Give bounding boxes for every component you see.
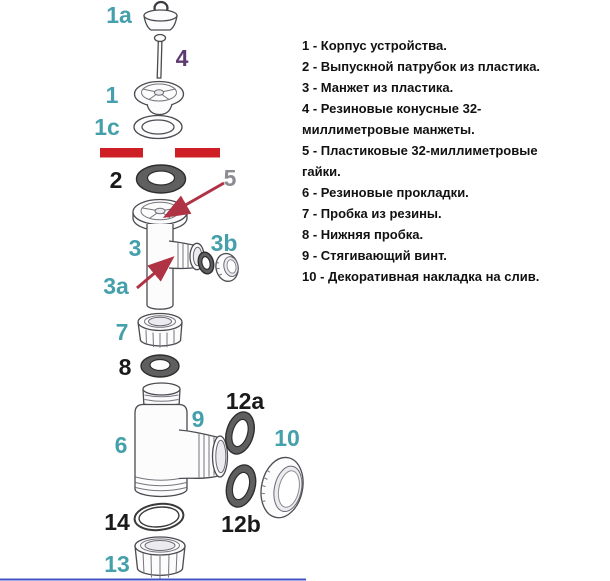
part-washer-12b [225,464,257,508]
part-washer-12a [225,411,255,455]
legend-line-10: 10 - Декоративная накладка на слив. [302,269,540,284]
callout-arrow-5 [162,181,225,218]
label-3b: 3b [211,230,238,256]
part-washer-3b [197,251,215,275]
legend-line-3: 3 - Манжет из пластика. [302,80,454,95]
label-6: 6 [115,432,128,458]
callout-arrow-3a [136,256,175,290]
label-9: 9 [192,406,205,432]
part-cap-13 [134,536,186,579]
label-10: 10 [274,425,300,451]
label-2: 2 [110,167,123,193]
label-13: 13 [104,551,130,577]
label-14: 14 [104,509,130,535]
legend-line-9: 9 - Стягивающий винт. [302,248,447,263]
legend-line-4: 4 - Резиновые конусные 32- [302,101,482,116]
label-1c: 1c [94,114,120,140]
label-5: 5 [224,165,237,191]
sink-section-bar-left [100,148,143,158]
label-1: 1 [106,82,119,108]
part-nut-7 [137,312,183,348]
label-7: 7 [116,319,129,345]
legend-line-1: 1 - Корпус устройства. [302,38,447,53]
label-12b: 12b [221,511,261,537]
parts-legend: 1 - Корпус устройства. 2 - Выпускной пат… [302,35,602,287]
label-3a: 3a [103,273,129,299]
legend-line-5: 5 - Пластиковые 32-миллиметровые [302,143,538,158]
legend-line-8: 8 - Нижняя пробка. [302,227,424,242]
part-nut-3b [215,252,239,282]
label-1a: 1a [106,2,132,28]
sink-section-bar-right [175,148,220,158]
part-siphon-body-6 [134,382,229,498]
part-tailpiece-3 [132,198,205,310]
part-outlet-thread-9 [178,429,229,480]
legend-line-4b: миллиметровые манжеты. [302,122,475,137]
bottom-blue-line [0,578,306,581]
part-stopper-1a [143,0,178,31]
part-oring-14 [133,502,185,532]
part-gasket-2 [135,164,187,194]
legend-line-2: 2 - Выпускной патрубок из пластика. [302,59,541,74]
label-8: 8 [119,354,132,380]
label-12a: 12a [226,388,265,414]
label-4: 4 [176,45,189,71]
legend-line-7: 7 - Пробка из резины. [302,206,442,221]
part-strainer-1 [133,80,185,116]
legend-line-6: 6 - Резиновые прокладки. [302,185,469,200]
part-gasket-1c [133,114,183,140]
legend-line-5b: гайки. [302,164,341,179]
label-3: 3 [129,235,142,261]
part-screw-4 [153,33,167,79]
part-nut-10 [260,456,304,519]
part-gasket-8 [140,354,180,378]
